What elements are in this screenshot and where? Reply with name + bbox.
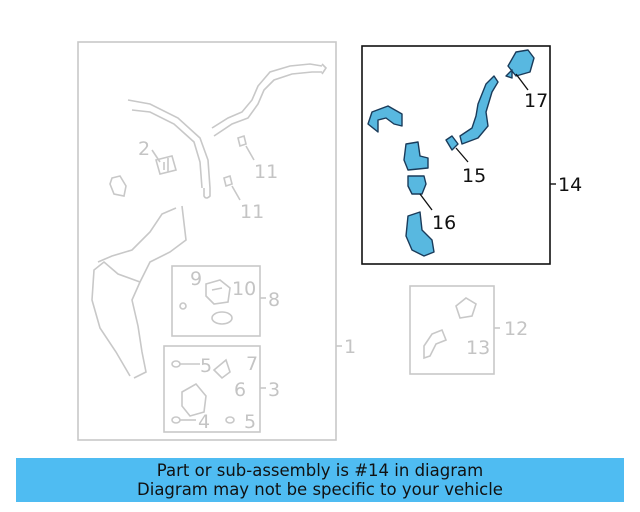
coolant-hose-top-right <box>211 63 328 137</box>
sensor-2 <box>155 155 177 175</box>
quick-connector-17[interactable] <box>505 49 535 79</box>
callout-6[interactable]: 6 <box>234 379 246 401</box>
connector-13 <box>455 297 477 319</box>
callout-14[interactable]: 14 <box>558 174 582 196</box>
banner-line-2: Diagram may not be specific to your vehi… <box>137 480 503 499</box>
seal-ring <box>211 311 233 325</box>
hose-lower[interactable] <box>405 211 435 257</box>
callout-13[interactable]: 13 <box>466 337 490 359</box>
subassembly-12-box <box>409 285 495 375</box>
fitting-7 <box>212 358 231 380</box>
clip-11b <box>223 174 233 188</box>
seal-16[interactable] <box>407 175 427 195</box>
subassembly-3-box <box>163 345 261 433</box>
callout-4[interactable]: 4 <box>198 411 210 433</box>
hose-clamp-15[interactable] <box>445 135 459 151</box>
callout-11a[interactable]: 11 <box>254 161 278 183</box>
callout-7[interactable]: 7 <box>246 353 258 375</box>
subassembly-8-box <box>171 265 261 337</box>
banner-line-1: Part or sub-assembly is #14 in diagram <box>156 461 484 480</box>
callout-5b[interactable]: 5 <box>244 411 256 433</box>
callout-8[interactable]: 8 <box>268 289 280 311</box>
coolant-fitting[interactable] <box>403 141 429 171</box>
callout-2[interactable]: 2 <box>138 138 150 160</box>
assembly-14-box <box>361 45 551 265</box>
clip-11a <box>237 134 247 148</box>
hose-curved-left[interactable] <box>367 105 403 133</box>
callout-16[interactable]: 16 <box>432 212 456 234</box>
callout-11b[interactable]: 11 <box>240 201 264 223</box>
callout-1[interactable]: 1 <box>344 336 356 358</box>
assembly-1-box <box>77 41 337 441</box>
coolant-hose-lower <box>91 205 187 379</box>
info-banner: Part or sub-assembly is #14 in diagram D… <box>16 458 624 502</box>
callout-9[interactable]: 9 <box>190 268 202 290</box>
callout-17[interactable]: 17 <box>524 90 548 112</box>
hose-small-left <box>109 175 127 197</box>
callout-12[interactable]: 12 <box>504 318 528 340</box>
callout-5a[interactable]: 5 <box>200 355 212 377</box>
pump-housing <box>181 382 207 417</box>
hose-13 <box>423 328 448 360</box>
hose-upper-right[interactable] <box>459 75 499 145</box>
callout-15[interactable]: 15 <box>462 165 486 187</box>
coolant-pipe-upper <box>127 99 211 199</box>
callout-10[interactable]: 10 <box>232 278 256 300</box>
thermostat-housing <box>205 279 231 305</box>
callout-3[interactable]: 3 <box>268 379 280 401</box>
